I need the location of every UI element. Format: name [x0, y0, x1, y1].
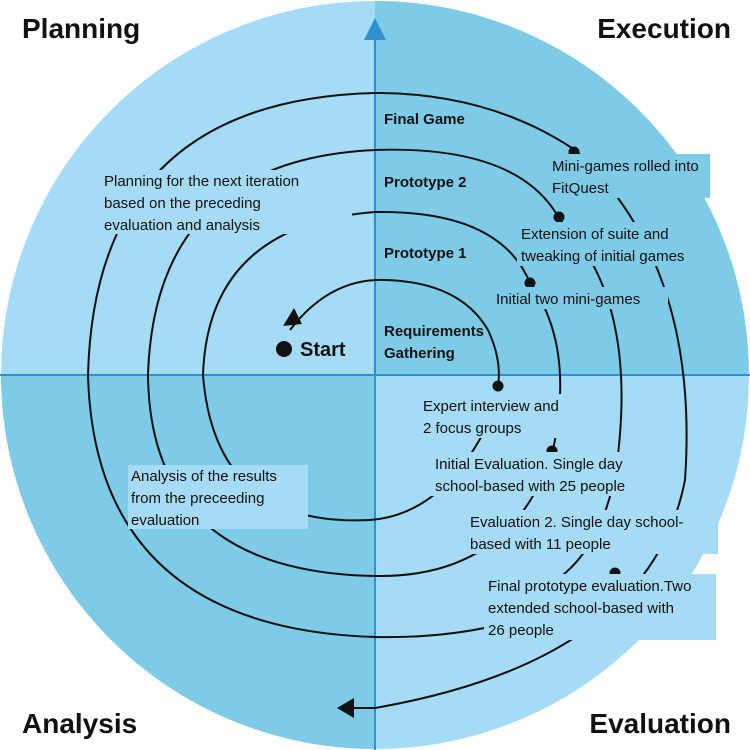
svg-text:Final prototype evaluation.Two: Final prototype evaluation.Two extended … [488, 578, 696, 639]
svg-text:Analysis of the results: Analysis of the results from the preceed… [131, 468, 281, 529]
svg-text:Initial two mini-games: Initial two mini-games [496, 291, 640, 308]
svg-text:Planning for the next iteratio: Planning for the next iteration based on… [104, 173, 303, 234]
execution-title: Execution [597, 13, 731, 44]
svg-text:Expert interview and 2 f: Expert interview and 2 focus groups [423, 398, 563, 437]
svg-text:Mini-games rolled into F: Mini-games rolled into FitQuest [552, 158, 703, 197]
spiral-loop-3 [86, 91, 688, 709]
note-mini-games: Mini-games rolled into FitQuest [548, 154, 710, 198]
analysis-title: Analysis [22, 708, 137, 739]
note-initial-evaluation: Initial Evaluation. Single day school-ba… [431, 452, 661, 496]
start-label: Start [300, 339, 346, 361]
svg-text:Evaluation 2. Single day schoo: Evaluation 2. Single day school- based w… [470, 514, 688, 553]
milestone-dot-requirements [492, 380, 504, 392]
spiral-end-arrowhead-icon [337, 698, 354, 718]
spiral-loop-2 [146, 148, 623, 591]
svg-text:Initial Evaluation. Single day: Initial Evaluation. Single day school-ba… [435, 456, 627, 495]
start-arrowhead-icon [283, 308, 302, 326]
up-arrow-icon [364, 18, 386, 40]
note-extension: Extension of suite and tweaking of initi… [517, 222, 717, 266]
milestone-dot-prototype-2 [553, 211, 565, 223]
note-expert-interview: Expert interview and 2 focus groups [419, 394, 585, 438]
stage-prototype-2: Prototype 2 [384, 174, 467, 191]
svg-text:Extension of suite and t: Extension of suite and tweaking of initi… [521, 226, 684, 265]
stage-prototype-1: Prototype 1 [384, 245, 467, 262]
milestone-dot-prototype-1 [524, 277, 536, 289]
planning-title: Planning [22, 13, 140, 44]
evaluation-title: Evaluation [589, 708, 731, 739]
note-evaluation-2: Evaluation 2. Single day school- based w… [466, 510, 718, 554]
stage-final-game: Final Game [384, 111, 465, 128]
start-dot [276, 341, 292, 357]
analysis-note: Analysis of the results from the preceed… [128, 465, 308, 529]
note-final-evaluation: Final prototype evaluation.Two extended … [484, 574, 716, 640]
stage-requirements: Requirements Gathering [384, 323, 488, 362]
analysis-quadrant-bg [1, 375, 375, 749]
note-initial-two: Initial two mini-games [492, 287, 668, 309]
spiral-loop-0 [289, 278, 500, 387]
planning-note: Planning for the next iteration based on… [100, 170, 352, 234]
